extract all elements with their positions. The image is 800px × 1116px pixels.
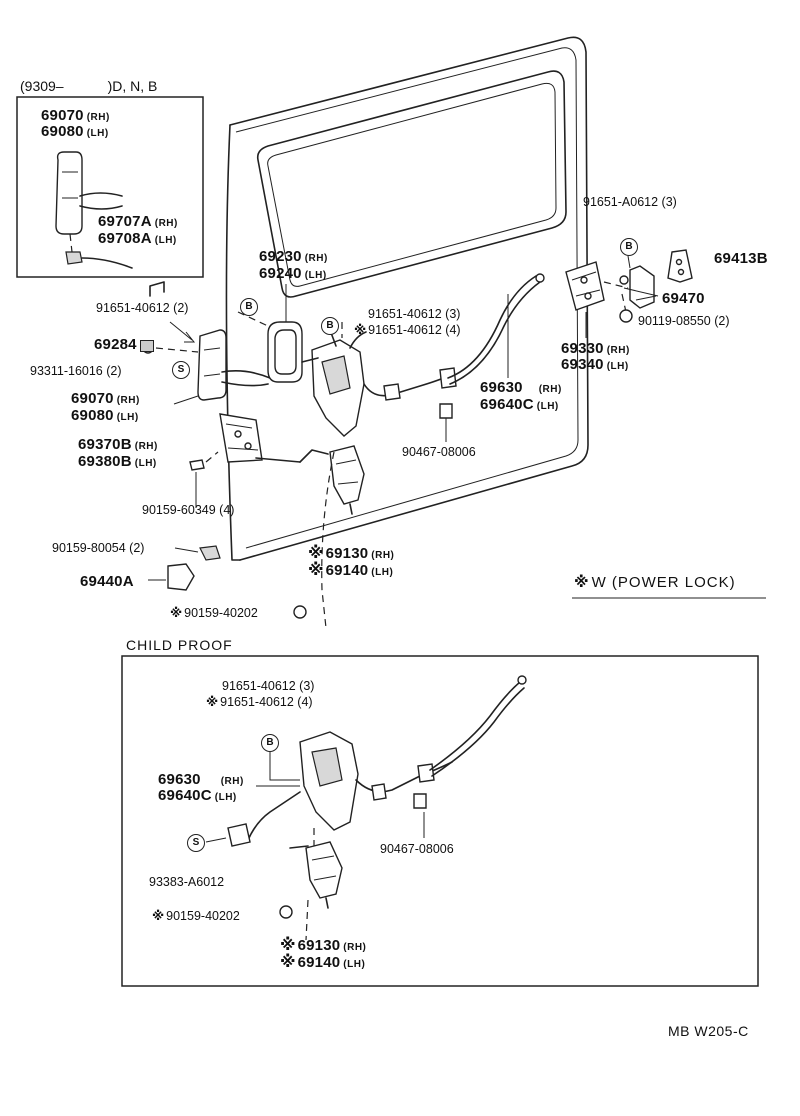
inset-box (16, 96, 204, 278)
label-screw-90159-40202: ※90159-40202 (170, 606, 258, 620)
leader-69470 (623, 287, 659, 297)
cp-label-actuator-rh: ※69130(RH) (280, 937, 367, 954)
label-screw-90159-80054: 90159-80054 (2) (52, 541, 145, 555)
cp-label-lock-lh: 69640C(LH) (158, 787, 237, 804)
label-bolt-90119: 90119-08550 (2) (638, 314, 730, 328)
screw-80054-drawing (199, 545, 221, 561)
label-striker-rh: 69330(RH) (561, 340, 630, 357)
label-lock-rh: 69630(RH) (480, 379, 562, 396)
ref-tag-b-right: B (620, 238, 638, 256)
door-panel-outline (225, 36, 589, 561)
striker-drawing (565, 261, 629, 311)
child-proof-leaders (256, 752, 425, 838)
label-inside-handle-lh: 69080(LH) (71, 407, 139, 424)
inset-pointer (149, 281, 165, 297)
inset-part-69708a: 69708A(LH) (98, 230, 177, 247)
cp-ref-tag-s: S (187, 834, 205, 852)
label-bolt-91651-40612-2: 91651-40612 (2) (96, 301, 189, 315)
label-clip-90467: 90467-08006 (402, 445, 476, 459)
label-outside-handle-rh: 69230(RH) (259, 248, 328, 265)
label-remote-rh: 69370B(RH) (78, 436, 158, 453)
label-actuator-lh: ※69140(LH) (308, 562, 394, 579)
label-69470: 69470 (662, 290, 705, 307)
label-striker-lh: 69340(LH) (561, 356, 629, 373)
door-lock-drawing (301, 322, 457, 437)
inset-part-69080: 69080(LH) (41, 123, 109, 140)
label-bolt-91651-40612-3: 91651-40612 (3) (368, 307, 461, 321)
leader-lines (173, 255, 631, 553)
label-screw-90159-60349: 90159-60349 (4) (142, 503, 235, 517)
label-outside-handle-lh: 69240(LH) (259, 265, 327, 282)
footer-code: MB W205-C (668, 1023, 749, 1039)
label-screw-93311: 93311-16016 (2) (30, 364, 122, 378)
cp-label-lock-rh: 69630(RH) (158, 771, 244, 788)
lock-cable-2 (449, 281, 541, 385)
outside-handle-drawing (237, 311, 303, 383)
cp-label-clip: 90467-08006 (380, 842, 454, 856)
screw-40202-drawing (293, 605, 307, 619)
cp-label-screw-93383: 93383-A6012 (149, 875, 225, 889)
part-69440a-drawing (167, 563, 195, 591)
cp-ref-tag-b: B (261, 734, 279, 752)
label-69284: 69284 (94, 336, 137, 353)
remote-control-drawing (189, 413, 329, 471)
cp-label-bolt-4: ※91651-40612 (4) (206, 695, 313, 709)
legend-power-lock: ※W (POWER LOCK) (574, 574, 736, 591)
actuator-drawing (321, 445, 365, 629)
cp-label-bolt-3: 91651-40612 (3) (222, 679, 315, 693)
lock-cable (447, 275, 537, 379)
child-proof-box (121, 655, 759, 987)
cp-label-actuator-lh: ※69140(LH) (280, 954, 366, 971)
cp-label-screw-40202: ※90159-40202 (152, 909, 240, 923)
label-actuator-rh: ※69130(RH) (308, 545, 395, 562)
inset-arrow (169, 321, 196, 343)
child-proof-actuator-drawing (279, 828, 343, 941)
ref-tag-b-left: B (240, 298, 258, 316)
child-proof-title: CHILD PROOF (126, 637, 233, 653)
label-bolt-91651-40612-4: ※91651-40612 (4) (354, 323, 461, 337)
ref-tag-b-mid: B (321, 317, 339, 335)
label-lock-lh: 69640C(LH) (480, 396, 559, 413)
child-proof-lock-drawing (205, 675, 527, 847)
inset-handle-drawing (55, 151, 133, 269)
inset-title: (9309–)D, N, B (20, 78, 158, 94)
label-inside-handle-rh: 69070(RH) (71, 390, 140, 407)
label-69413b: 69413B (714, 250, 768, 267)
part-69413b-drawing (667, 249, 693, 283)
inside-handle-drawing (142, 329, 271, 401)
label-69440a: 69440A (80, 573, 134, 590)
label-remote-lh: 69380B(LH) (78, 453, 157, 470)
inset-part-69707a: 69707A(RH) (98, 213, 178, 230)
ref-tag-s-left: S (172, 361, 190, 379)
label-bolt-91651-a0612: 91651-A0612 (3) (583, 195, 677, 209)
part-69284-icon (140, 340, 154, 352)
inset-part-69070: 69070(RH) (41, 107, 110, 124)
hinge-drawing (619, 265, 657, 323)
